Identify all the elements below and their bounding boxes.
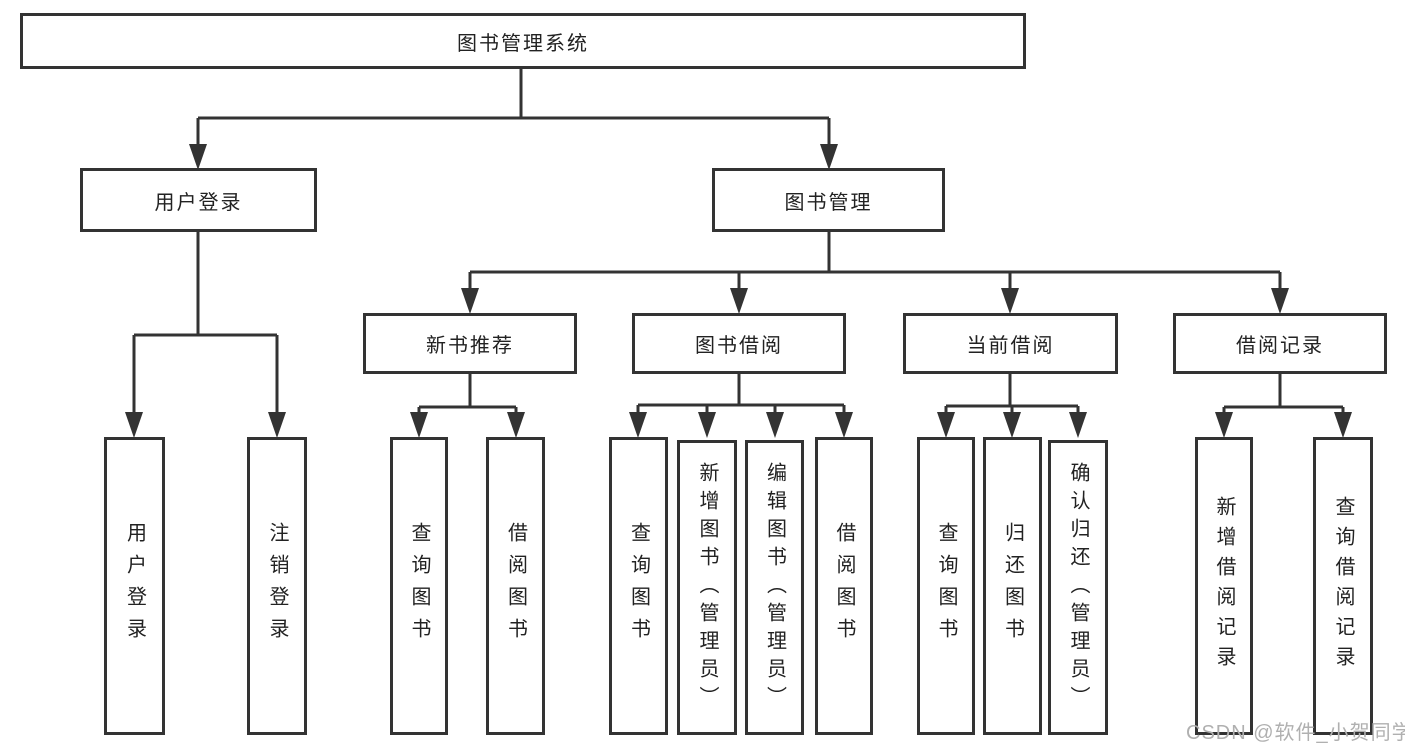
node-book-borrow: 图书借阅 <box>632 313 846 374</box>
node-leaf-recommend-query-books: 查询图书 <box>390 437 448 735</box>
node-label: 当前借阅 <box>966 335 1055 357</box>
node-label: 用户登录 <box>123 522 146 650</box>
node-label: 新增借阅记录 <box>1213 496 1235 676</box>
arrowhead <box>820 144 838 170</box>
node-label: 用户登录 <box>154 191 243 214</box>
arrowhead <box>461 288 479 314</box>
arrowhead <box>1334 412 1352 438</box>
node-leaf-query-borrow-record: 查询借阅记录 <box>1313 437 1373 735</box>
node-label: 图书管理系统 <box>457 32 589 55</box>
connector-root-to-level2 <box>196 69 831 160</box>
connector-userlogin-to-leaves <box>132 232 279 428</box>
arrowhead <box>268 412 286 438</box>
arrowhead <box>507 412 525 438</box>
node-label: 查询图书 <box>627 522 650 650</box>
connector-bookmgmt-to-level3 <box>468 232 1282 305</box>
node-leaf-add-borrow-record: 新增借阅记录 <box>1195 437 1253 735</box>
node-label: 查询借阅记录 <box>1332 496 1354 676</box>
node-label: 借阅图书 <box>504 522 527 650</box>
node-leaf-borrow-borrow-books: 借阅图书 <box>815 437 873 735</box>
node-leaf-edit-books-admin: 编辑图书（管理员） <box>745 440 804 735</box>
arrowhead <box>1069 412 1087 438</box>
node-label: 确认归还（管理员） <box>1067 461 1089 714</box>
node-leaf-current-query-books: 查询图书 <box>917 437 975 735</box>
node-book-management: 图书管理 <box>712 168 945 232</box>
arrowhead <box>410 412 428 438</box>
arrowhead <box>698 412 716 438</box>
node-leaf-user-login: 用户登录 <box>104 437 165 735</box>
node-borrow-record: 借阅记录 <box>1173 313 1387 374</box>
node-leaf-add-books-admin: 新增图书（管理员） <box>677 440 737 735</box>
node-label: 图书借阅 <box>695 335 783 357</box>
node-label: 归还图书 <box>1001 522 1024 650</box>
arrowhead <box>1003 412 1021 438</box>
arrowhead <box>766 412 784 438</box>
arrowhead <box>835 412 853 438</box>
arrowhead <box>189 144 207 170</box>
node-new-book-recommend: 新书推荐 <box>363 313 577 374</box>
node-leaf-borrow-query-books: 查询图书 <box>609 437 668 735</box>
node-leaf-return-books: 归还图书 <box>983 437 1042 735</box>
node-leaf-confirm-return-admin: 确认归还（管理员） <box>1048 440 1108 735</box>
node-label: 编辑图书（管理员） <box>763 461 786 714</box>
node-user-login: 用户登录 <box>80 168 317 232</box>
node-leaf-recommend-borrow-books: 借阅图书 <box>486 437 545 735</box>
arrowhead <box>1001 288 1019 314</box>
arrowhead <box>1215 412 1233 438</box>
connector-bookborrow-to-leaves <box>636 374 846 428</box>
arrowhead <box>937 412 955 438</box>
connector-strokes <box>132 69 1345 428</box>
csdn-watermark: CSDN @软件_小贺同学 <box>1186 722 1405 744</box>
node-label: 新书推荐 <box>426 335 514 357</box>
arrowheads <box>125 144 1352 438</box>
arrowhead <box>730 288 748 314</box>
arrowhead <box>1271 288 1289 314</box>
node-root-system: 图书管理系统 <box>20 13 1026 69</box>
node-leaf-logout: 注销登录 <box>247 437 307 735</box>
node-current-borrow: 当前借阅 <box>903 313 1118 374</box>
node-label: 图书管理 <box>784 191 873 214</box>
arrowhead <box>125 412 143 438</box>
node-label: 借阅记录 <box>1236 335 1324 357</box>
arrowhead <box>629 412 647 438</box>
node-label: 查询图书 <box>408 522 430 650</box>
node-label: 查询图书 <box>935 522 957 650</box>
node-label: 注销登录 <box>266 522 288 650</box>
connector-recommend-to-leaves <box>417 374 518 428</box>
node-label: 借阅图书 <box>833 522 855 650</box>
connector-borrowrecord-to-leaves <box>1222 374 1345 428</box>
node-label: 新增图书（管理员） <box>696 461 718 714</box>
